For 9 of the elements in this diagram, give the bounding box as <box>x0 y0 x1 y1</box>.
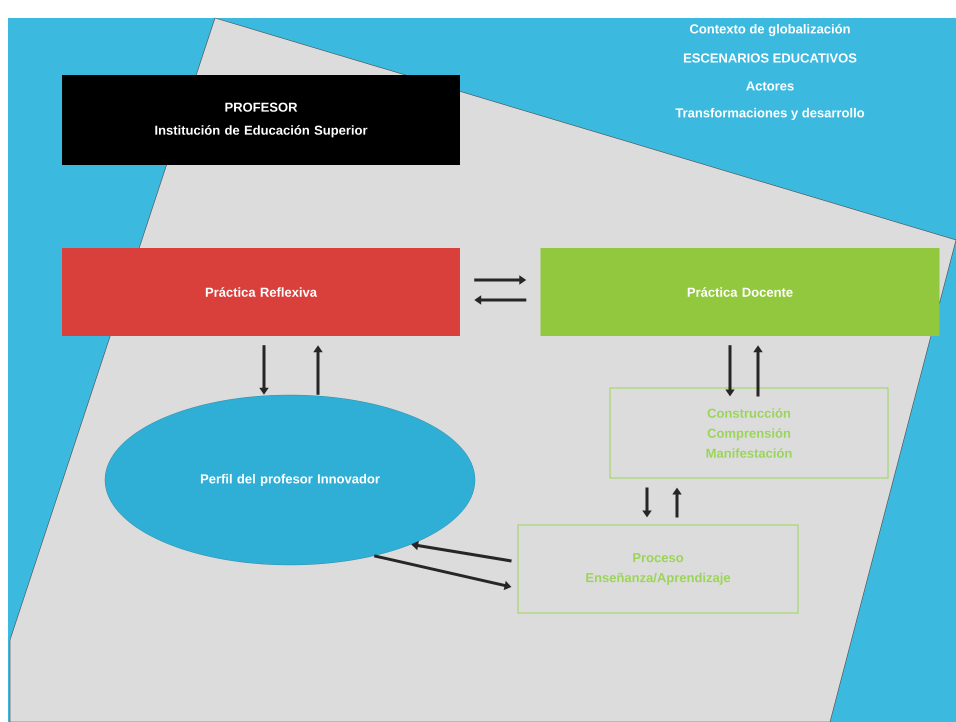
context-text: Transformaciones y desarrollo <box>676 108 864 120</box>
context-text: Contexto de globalización <box>690 24 850 36</box>
process-box: Práctica Docente <box>540 248 940 336</box>
process-box: Construcción Comprensión Manifestación <box>610 388 888 478</box>
process-box: Práctica Reflexiva <box>62 248 460 336</box>
context-text: Actores <box>746 81 794 91</box>
context-text: ESCENARIOS EDUCATIVOS <box>684 53 856 63</box>
title-box: PROFESOR Institución de Educación Superior <box>62 75 460 165</box>
process-box: Proceso Enseñanza/Aprendizaje <box>518 524 798 614</box>
